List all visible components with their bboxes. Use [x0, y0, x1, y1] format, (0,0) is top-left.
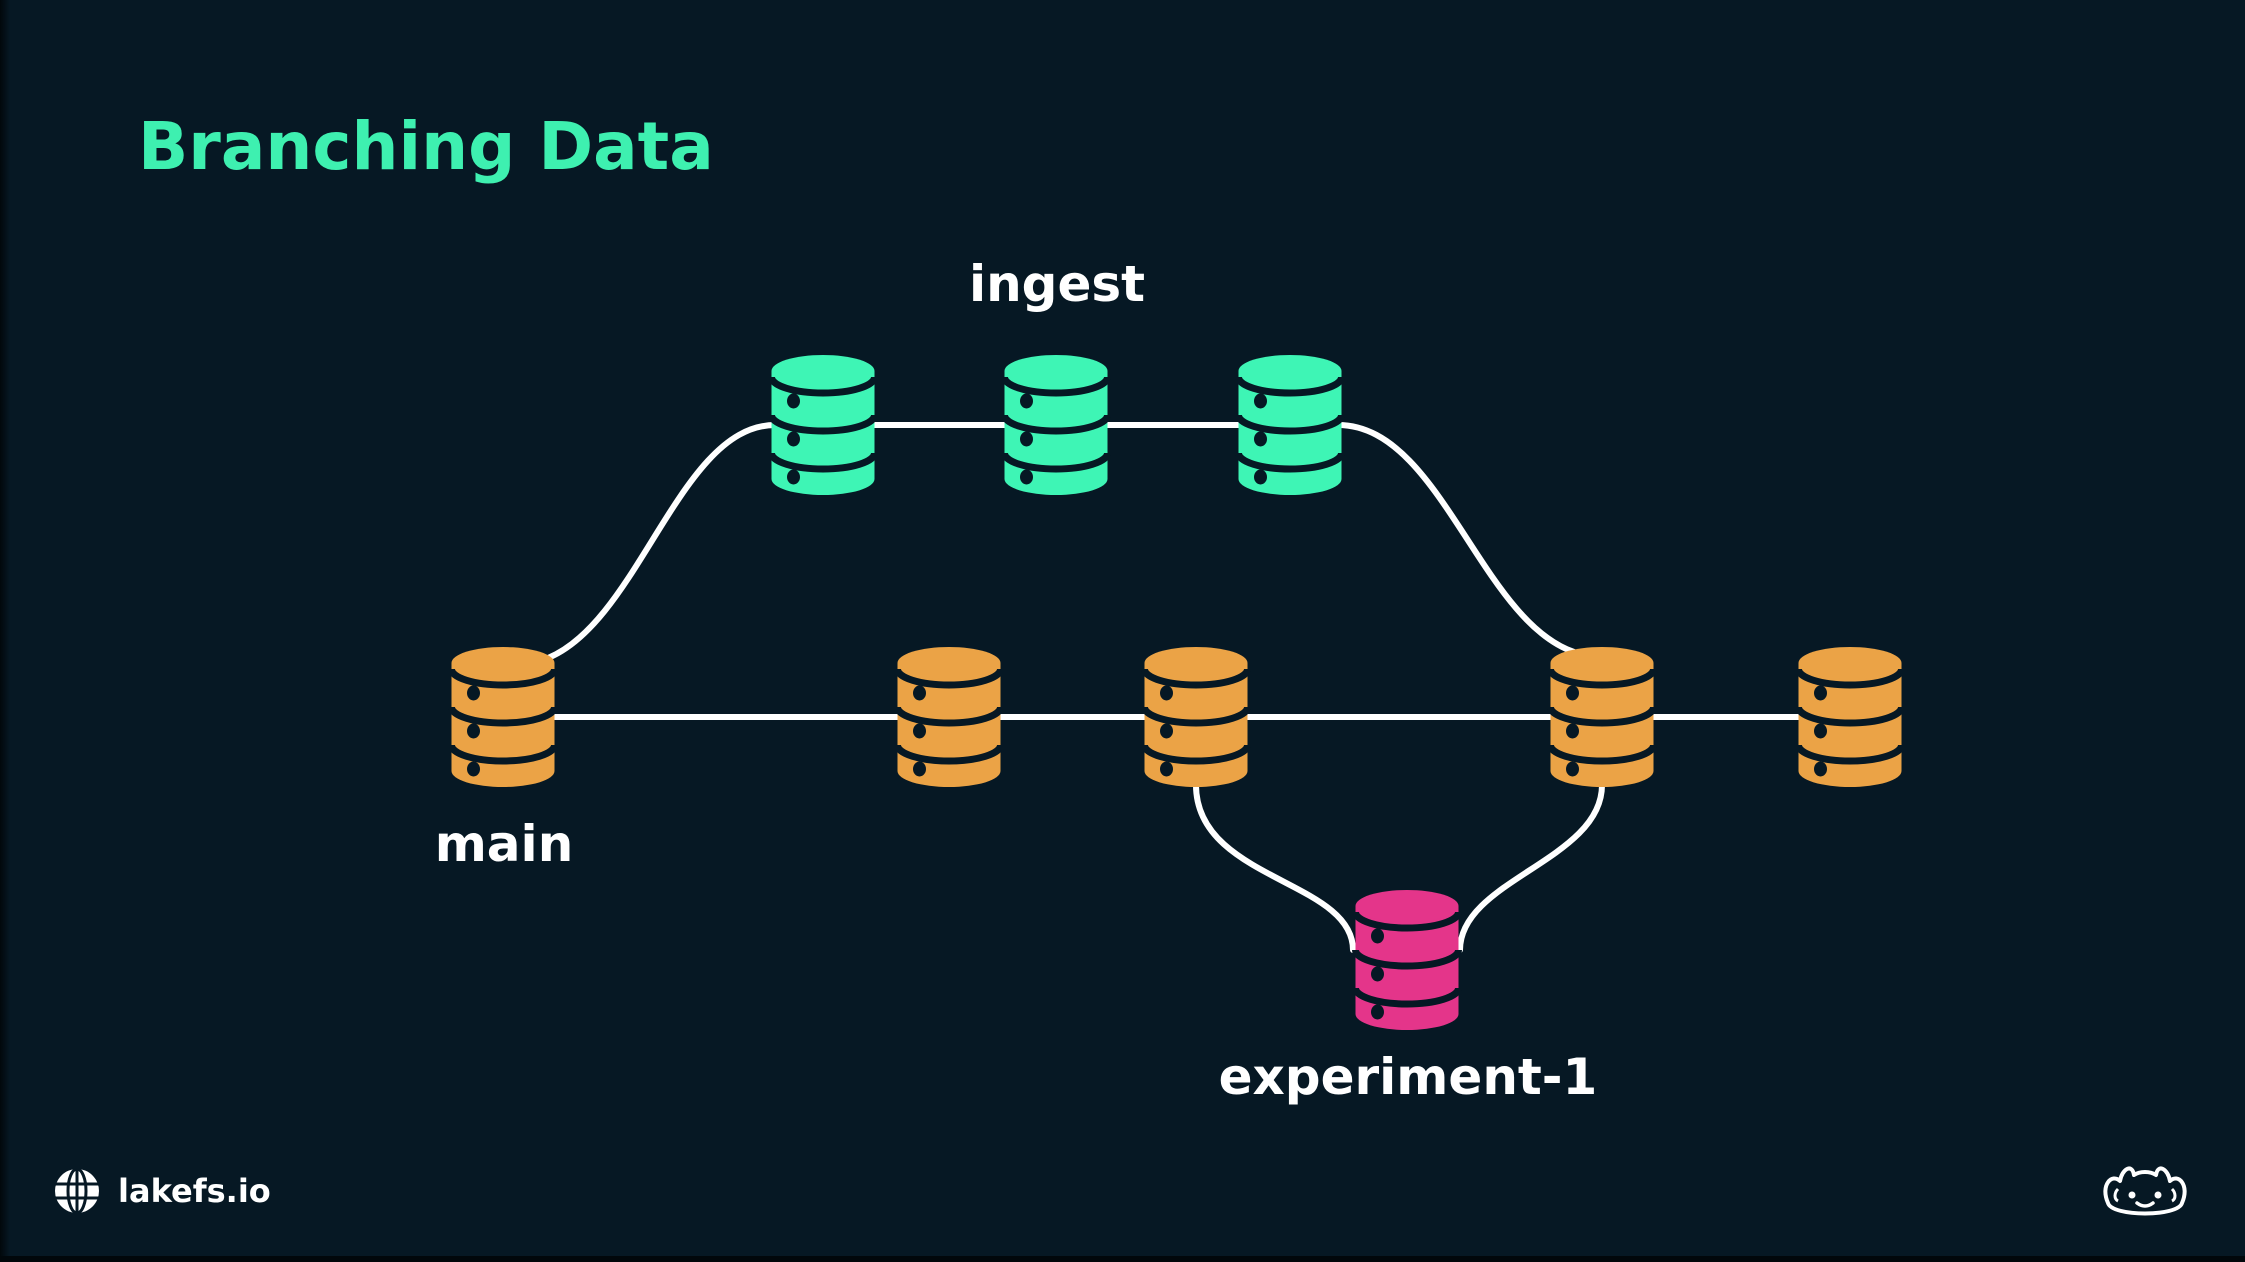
commit-node-experiment-1-1[interactable] [1352, 890, 1462, 1030]
database-band-separator [1547, 668, 1657, 689]
database-band-separator [448, 744, 558, 765]
database-band-separator [894, 744, 1004, 765]
database-band-separator [1001, 376, 1111, 397]
axolotl-mascot-icon [2103, 1166, 2187, 1216]
database-indicator-dot [467, 685, 480, 701]
database-band-separator [1235, 414, 1345, 435]
database-indicator-dot [1371, 966, 1384, 982]
database-indicator-dot [1814, 723, 1827, 739]
footer-website-link[interactable]: lakefs.io [52, 1166, 271, 1216]
database-indicator-dot [1566, 685, 1579, 701]
edge-branch-main-1-to-ingest-1 [545, 422, 778, 661]
commit-node-main-3[interactable] [1141, 647, 1251, 787]
branch-label-experiment-1: experiment-1 [1218, 1048, 1598, 1106]
commit-node-main-4[interactable] [1547, 647, 1657, 787]
database-top [1004, 355, 1108, 387]
commit-node-main-5[interactable] [1795, 647, 1905, 787]
database-band-separator [1547, 706, 1657, 727]
commit-node-main-2[interactable] [894, 647, 1004, 787]
database-band-separator [1001, 414, 1111, 435]
database-band-separator [1001, 452, 1111, 473]
database-indicator-dot [1254, 469, 1267, 485]
edge-branch-main-3-to-experiment-1-1 [1193, 782, 1356, 953]
database-indicator-dot [1371, 1004, 1384, 1020]
database-band-separator [1352, 987, 1462, 1008]
database-indicator-dot [1814, 685, 1827, 701]
database-indicator-dot [1020, 469, 1033, 485]
database-indicator-dot [467, 723, 480, 739]
database-top [1355, 890, 1459, 922]
database-indicator-dot [913, 723, 926, 739]
commit-node-ingest-2[interactable] [1001, 355, 1111, 495]
database-band-separator [768, 414, 878, 435]
database-top [1798, 647, 1902, 679]
database-top [897, 647, 1001, 679]
branch-label-ingest: ingest [968, 255, 1146, 313]
database-band-separator [1141, 706, 1251, 727]
database-indicator-dot [787, 393, 800, 409]
slide-title: Branching Data [138, 108, 714, 185]
database-band-separator [768, 452, 878, 473]
database-band-separator [1795, 706, 1905, 727]
left-edge-shadow [0, 0, 10, 1262]
branch-label-main: main [434, 815, 574, 873]
database-band-separator [1795, 744, 1905, 765]
footer-link-text[interactable]: lakefs.io [118, 1172, 271, 1210]
database-indicator-dot [1566, 723, 1579, 739]
commit-node-ingest-1[interactable] [768, 355, 878, 495]
edge-merge-ingest-3-to-main-4 [1335, 422, 1577, 655]
database-top [1144, 647, 1248, 679]
database-band-separator [1352, 949, 1462, 970]
commit-node-main-1[interactable] [448, 647, 558, 787]
database-indicator-dot [1371, 928, 1384, 944]
database-band-separator [448, 668, 558, 689]
database-indicator-dot [1254, 431, 1267, 447]
database-band-separator [1235, 452, 1345, 473]
database-indicator-dot [1814, 761, 1827, 777]
edge-merge-experiment-1-1-to-main-4 [1457, 782, 1605, 953]
database-band-separator [1547, 744, 1657, 765]
bottom-edge-shadow [0, 1256, 2245, 1262]
database-indicator-dot [1160, 723, 1173, 739]
database-indicator-dot [1020, 393, 1033, 409]
database-indicator-dot [787, 469, 800, 485]
database-indicator-dot [1254, 393, 1267, 409]
database-top [1550, 647, 1654, 679]
database-indicator-dot [913, 685, 926, 701]
database-indicator-dot [1160, 685, 1173, 701]
commit-node-ingest-3[interactable] [1235, 355, 1345, 495]
database-band-separator [1141, 744, 1251, 765]
globe-icon [55, 1167, 99, 1215]
database-top [771, 355, 875, 387]
database-indicator-dot [1160, 761, 1173, 777]
database-band-separator [1141, 668, 1251, 689]
database-band-separator [448, 706, 558, 727]
database-indicator-dot [913, 761, 926, 777]
nodes-layer [448, 355, 1905, 1030]
database-indicator-dot [1020, 431, 1033, 447]
database-band-separator [1352, 911, 1462, 932]
database-band-separator [894, 668, 1004, 689]
database-band-separator [1795, 668, 1905, 689]
database-indicator-dot [787, 431, 800, 447]
database-indicator-dot [467, 761, 480, 777]
database-top [451, 647, 555, 679]
database-band-separator [1235, 376, 1345, 397]
database-indicator-dot [1566, 761, 1579, 777]
database-top [1238, 355, 1342, 387]
database-band-separator [894, 706, 1004, 727]
database-band-separator [768, 376, 878, 397]
